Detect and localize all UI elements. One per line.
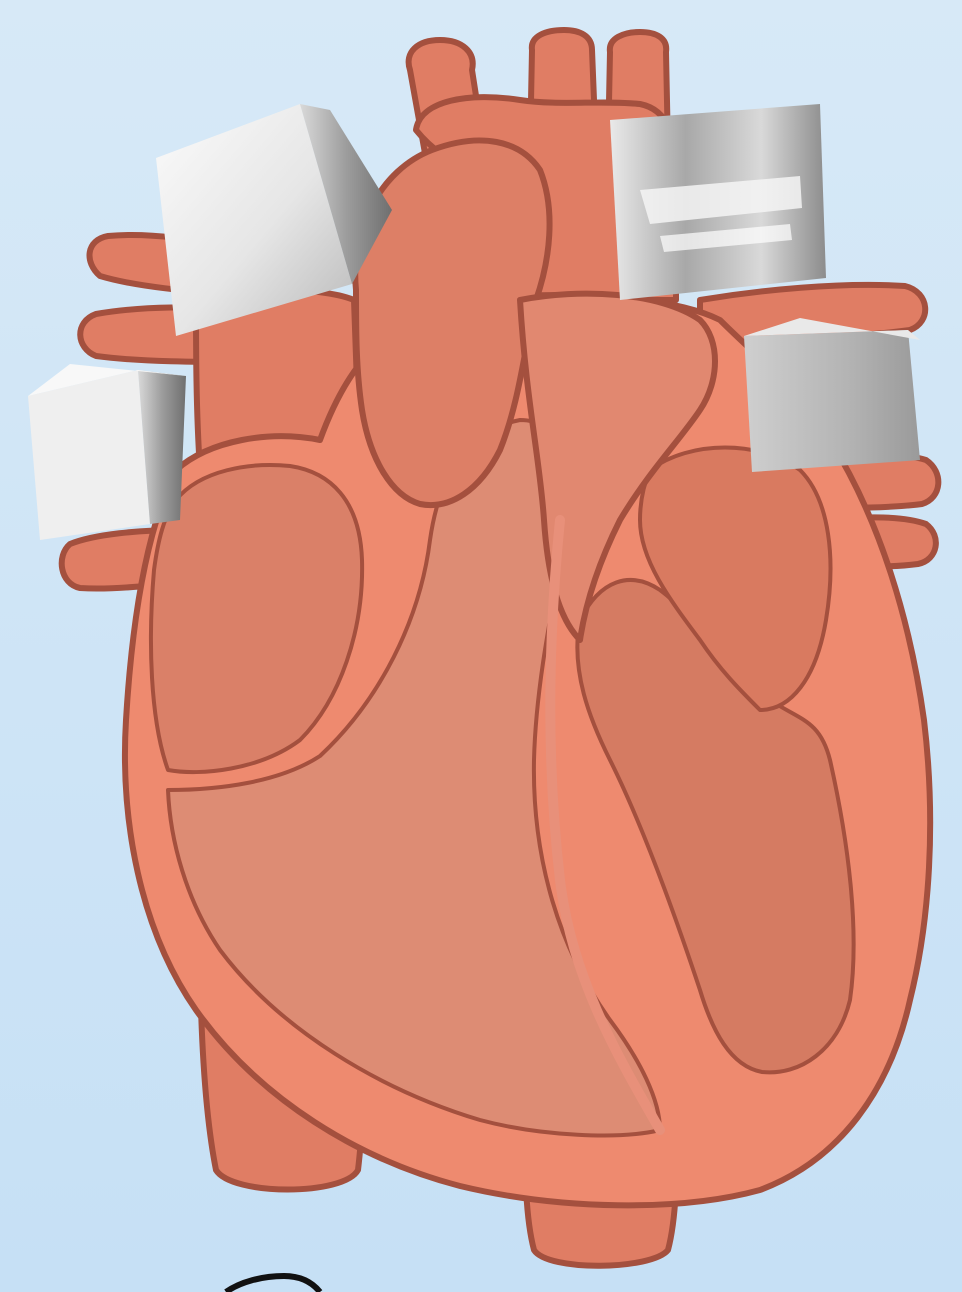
block-far-left-face bbox=[28, 370, 150, 540]
block-top-right bbox=[610, 104, 826, 300]
block-far-left bbox=[28, 364, 186, 540]
block-right-face bbox=[744, 330, 920, 472]
block-right bbox=[744, 318, 920, 472]
